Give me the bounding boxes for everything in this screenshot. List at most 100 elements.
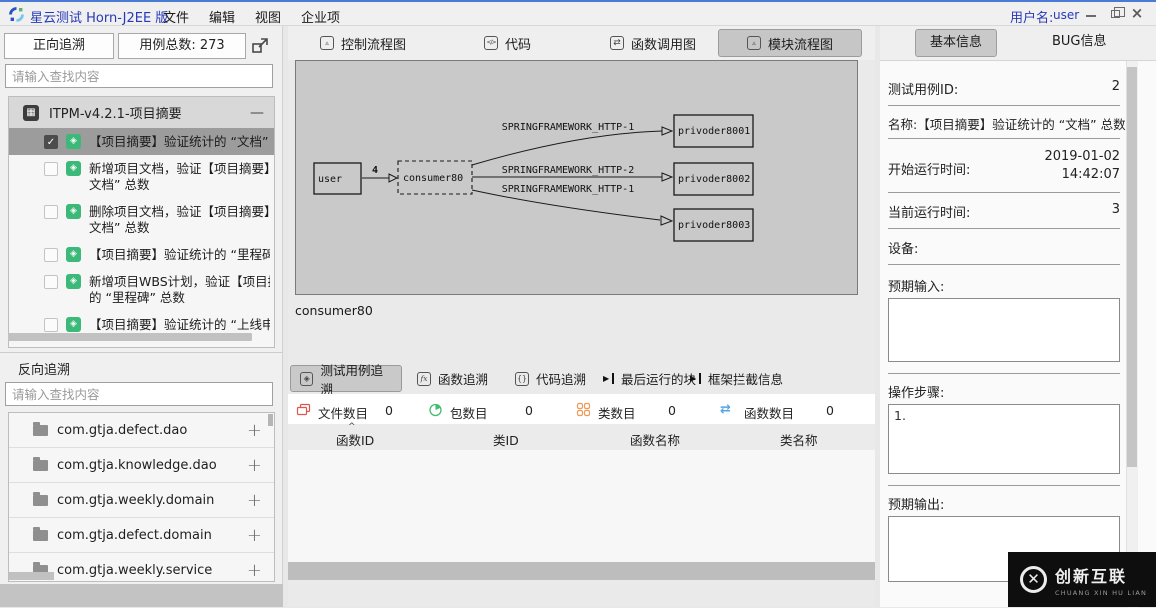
arrowhead-icon — [661, 172, 674, 182]
node-consumer80[interactable]: consumer80 — [397, 160, 473, 195]
right-scrollbar-thumb[interactable] — [1127, 67, 1137, 467]
tab-basic-info[interactable]: 基本信息 — [915, 29, 998, 57]
sort-caret-icon: ^ — [348, 422, 356, 432]
expand-button[interactable]: + — [246, 419, 262, 441]
menu-view[interactable]: 视图 — [255, 11, 282, 26]
col-function-id[interactable]: 函数ID — [336, 433, 375, 448]
divider — [888, 485, 1120, 486]
tab-module-flow[interactable]: ▵ 模块流程图 — [718, 29, 862, 57]
menu-file[interactable]: 文件 — [163, 11, 190, 26]
center-panel: ▵ 控制流程图 </> 代码 ⇄ 函数调用图 ▵ 模块流程图 4 SPRINGF… — [288, 26, 875, 607]
file-count-value: 0 — [385, 403, 393, 418]
test-case-row[interactable]: ◈ 删除项目文档，验证【项目摘要】统文档” 总数 — [9, 198, 274, 241]
expected-input-textarea[interactable] — [888, 298, 1120, 362]
tab-framework-intercept[interactable]: ▶ 框架拦截信息 — [680, 365, 792, 392]
right-panel: 基本信息 BUG信息 测试用例ID: 2 名称:【项目摘要】验证统计的 “文档”… — [880, 26, 1156, 608]
test-case-row[interactable]: ✓ ◈ 【项目摘要】验证统计的 “文档” 总 — [9, 128, 274, 155]
checkbox[interactable] — [44, 162, 58, 176]
test-case-icon: ◈ — [66, 274, 81, 289]
tab-call-graph[interactable]: ⇄ 函数调用图 — [600, 29, 706, 57]
folder-icon — [33, 421, 48, 436]
node-privoder8002[interactable]: privoder8002 — [673, 162, 754, 196]
node-privoder8001[interactable]: privoder8001 — [673, 114, 754, 148]
tab-code[interactable]: </> 代码 — [474, 29, 541, 57]
restore-button[interactable] — [1106, 6, 1125, 22]
svg-text:privoder8001: privoder8001 — [678, 126, 750, 137]
function-count-value: 0 — [826, 403, 834, 418]
package-row[interactable]: com.gtja.defect.domain + — [9, 518, 274, 553]
expand-button[interactable]: + — [246, 559, 262, 581]
table-body-empty — [288, 450, 875, 562]
test-case-row[interactable]: ◈ 【项目摘要】验证统计的 “里程碑” — [9, 241, 274, 268]
steps-textarea[interactable]: 1. — [888, 404, 1120, 474]
tree-header-row[interactable]: ▦ ITPM-v4.2.1-项目摘要 — — [9, 97, 274, 128]
menu-edit[interactable]: 编辑 — [209, 11, 236, 26]
steps-label: 操作步骤: — [888, 386, 945, 401]
section-divider — [0, 352, 283, 353]
expand-button[interactable]: + — [246, 524, 262, 546]
tab-label: 测试用例追溯 — [320, 362, 383, 397]
checkbox[interactable] — [44, 248, 58, 262]
framework-intercept-icon: ▶ — [689, 373, 701, 384]
checkbox[interactable] — [44, 275, 58, 289]
current-time-value: 3 — [1111, 202, 1120, 217]
arrowhead-icon — [661, 126, 674, 136]
tab-last-run-block[interactable]: ▶ 最后运行的块 — [593, 365, 705, 392]
center-horizontal-scrollbar[interactable] — [288, 562, 875, 580]
folder-icon — [33, 561, 48, 576]
package-horizontal-scrollbar[interactable] — [9, 572, 54, 580]
minimize-button[interactable] — [1082, 6, 1100, 22]
code-icon: </> — [484, 36, 498, 50]
node-privoder8003[interactable]: privoder8003 — [673, 208, 754, 242]
package-row[interactable]: com.gtja.weekly.domain + — [9, 483, 274, 518]
col-class-name[interactable]: 类名称 — [780, 433, 818, 448]
tab-bug-info[interactable]: BUG信息 — [1052, 34, 1107, 49]
node-user[interactable]: user — [313, 162, 362, 195]
test-case-row[interactable]: ◈ 新增项目文档，验证【项目摘要】统文档” 总数 — [9, 155, 274, 198]
expand-button[interactable]: + — [246, 454, 262, 476]
edge-label: 4 — [372, 165, 378, 176]
tree-horizontal-scrollbar[interactable] — [8, 333, 252, 341]
forward-search-input[interactable] — [5, 64, 273, 88]
tab-testcase-trace[interactable]: ◈ 测试用例追溯 — [290, 363, 402, 397]
package-row[interactable]: com.gtja.knowledge.dao + — [9, 448, 274, 483]
collapse-toggle[interactable]: — — [250, 104, 264, 121]
close-button[interactable]: × — [1128, 6, 1146, 22]
checkbox-checked[interactable]: ✓ — [44, 135, 58, 149]
last-run-icon: ▶ — [602, 373, 614, 384]
edge-label: SPRINGFRAMEWORK_HTTP-1 — [502, 122, 634, 133]
package-vertical-scrollbar[interactable] — [268, 414, 273, 426]
edge-consumer-8003 — [471, 189, 661, 221]
checkbox[interactable] — [44, 205, 58, 219]
divider — [888, 192, 1120, 193]
trace-switch-button[interactable] — [250, 35, 272, 57]
tab-code-trace[interactable]: {} 代码追溯 — [506, 365, 595, 392]
window-top-border — [0, 0, 1156, 2]
username-value: user — [1053, 8, 1080, 22]
edge-label: SPRINGFRAMEWORK_HTTP-1 — [502, 184, 634, 195]
test-case-row[interactable]: ◈ 【项目摘要】验证统计的 “上线申请 — [9, 311, 274, 338]
test-case-row[interactable]: ◈ 新增项目WBS计划，验证【项目摘的 “里程碑” 总数 — [9, 268, 274, 311]
menu-enterprise[interactable]: 企业项 — [301, 11, 341, 26]
svg-text:privoder8002: privoder8002 — [678, 174, 750, 185]
titlebar: 星云测试 Horn-J2EE 版 文件 编辑 视图 企业项 用户名: user … — [0, 2, 1156, 26]
reverse-search-input[interactable] — [5, 382, 273, 406]
tree-header-label: ITPM-v4.2.1-项目摘要 — [49, 107, 182, 122]
package-row[interactable]: com.gtja.defect.dao + — [9, 413, 274, 448]
testcase-trace-icon: ◈ — [300, 371, 314, 386]
folder-icon — [33, 526, 48, 541]
col-function-name[interactable]: 函数名称 — [630, 433, 681, 448]
tab-function-trace[interactable]: fx 函数追溯 — [408, 365, 497, 392]
class-count-value: 0 — [668, 403, 676, 418]
current-time-label: 当前运行时间: — [888, 206, 971, 221]
package-row[interactable]: com.gtja.weekly.service + — [9, 553, 274, 581]
project-grid-icon: ▦ — [23, 104, 39, 121]
checkbox[interactable] — [44, 318, 58, 332]
basic-info-panel: 测试用例ID: 2 名称:【项目摘要】验证统计的 “文档” 总数 开始运行时间:… — [880, 60, 1156, 608]
arrowhead-icon — [388, 173, 399, 183]
expand-button[interactable]: + — [246, 489, 262, 511]
col-class-id[interactable]: 类ID — [493, 433, 519, 448]
forward-trace-button[interactable]: 正向追溯 — [4, 33, 114, 59]
tab-control-flow[interactable]: ▵ 控制流程图 — [310, 29, 416, 57]
divider — [888, 264, 1120, 265]
